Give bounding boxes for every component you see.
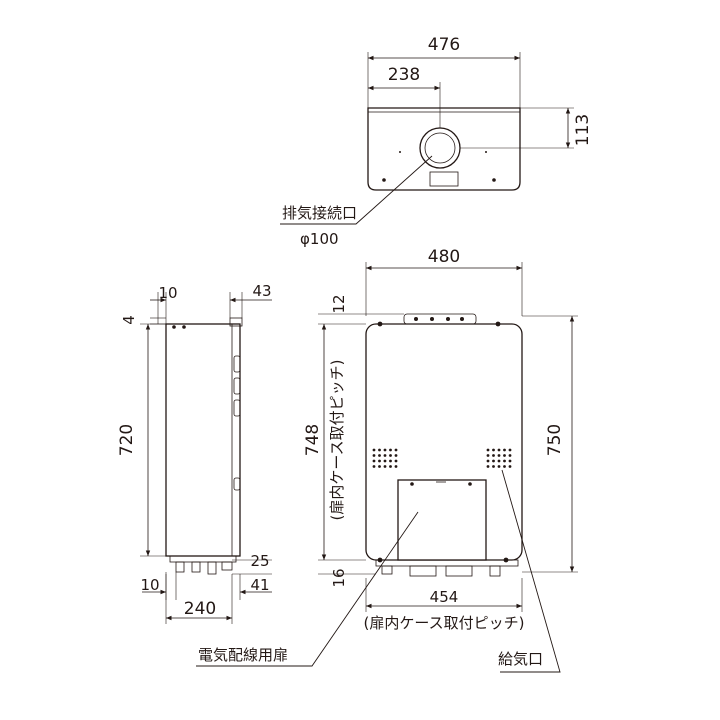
side-view-slot (233, 477, 241, 491)
vent-hole (394, 459, 398, 463)
vent-hole (389, 448, 392, 452)
vent-hole (372, 454, 376, 457)
dim-front-width: 480 (428, 247, 460, 267)
front-view-bottom-plate (375, 559, 519, 567)
dim-top-depth: 113 (573, 114, 593, 146)
dim-side-bottom-left: 10 (140, 576, 159, 594)
vent-hole (497, 448, 501, 452)
dim-front-mount-width: 454 (430, 588, 459, 606)
front-view-vent-right (486, 448, 512, 468)
vent-hole (389, 459, 392, 463)
dim-front-mount-height-note: (扉内ケース取付ピッチ) (328, 360, 346, 521)
vent-hole (508, 465, 512, 468)
vent-hole (394, 448, 398, 452)
side-view-slot (233, 399, 241, 417)
vent-hole (503, 465, 506, 468)
vent-hole (497, 459, 501, 463)
dim-front-mount-height: 748 (303, 424, 323, 456)
side-view-slot (233, 377, 241, 395)
dim-side-height: 720 (117, 424, 137, 456)
vent-hole (394, 465, 398, 468)
side-view: 10 43 4 720 10 25 41 240 (117, 282, 272, 624)
dim-front-top-gap: 12 (330, 294, 348, 313)
vent-hole (372, 459, 376, 463)
air-intake-leader (500, 469, 561, 673)
top-view: 476 238 113 排気接続口 φ100 (280, 35, 593, 248)
front-view: 480 12 748 (扉内ケース取付ピッチ) 750 16 454 (扉内ケー… (196, 247, 578, 673)
vent-hole (503, 459, 506, 463)
vent-hole (503, 448, 506, 452)
dim-side-bottom-right-1: 25 (250, 552, 269, 570)
front-view-pipe (489, 565, 501, 577)
vent-hole (394, 454, 398, 457)
exhaust-leader-line (280, 155, 433, 225)
electrical-door-label: 電気配線用扉 (198, 646, 288, 664)
vent-hole (492, 454, 495, 457)
dim-side-bottom-right-2: 41 (250, 576, 269, 594)
top-view-hole (485, 151, 487, 153)
dim-side-top-left: 10 (158, 284, 177, 302)
vent-hole (383, 448, 387, 452)
vent-hole (486, 454, 490, 457)
dim-front-height: 750 (545, 424, 565, 456)
front-view-pipe (381, 565, 393, 575)
side-view-pipe (191, 561, 201, 573)
dim-top-width: 476 (428, 35, 460, 55)
vent-hole (486, 459, 490, 463)
side-view-top-bracket (229, 317, 243, 327)
electrical-door-leader (196, 511, 419, 667)
vent-hole (497, 465, 501, 468)
dim-top-half-width: 238 (388, 65, 420, 85)
vent-hole (378, 454, 381, 457)
exhaust-port-outer (419, 127, 461, 169)
vent-hole (492, 459, 495, 463)
exhaust-port-label: 排気接続口 (282, 204, 357, 222)
front-view-pipe (409, 565, 437, 577)
air-intake-label: 給気口 (498, 650, 543, 668)
side-view-pipe (175, 561, 185, 573)
vent-hole (383, 454, 387, 457)
vent-hole (372, 448, 376, 452)
dim-front-bottom-gap: 16 (330, 568, 348, 587)
vent-hole (486, 448, 490, 452)
dim-side-top-right: 43 (252, 282, 271, 300)
vent-hole (508, 454, 512, 457)
vent-hole (372, 465, 376, 468)
dim-front-mount-width-note: (扉内ケース取付ピッチ) (364, 614, 525, 632)
side-view-pipe (207, 561, 217, 575)
dim-side-top-gap: 4 (120, 315, 138, 325)
vent-hole (378, 459, 381, 463)
vent-hole (508, 448, 512, 452)
side-view-slot (233, 355, 241, 373)
front-view-pipe (445, 565, 473, 577)
vent-hole (378, 448, 381, 452)
side-view-pipe (221, 561, 233, 571)
vent-hole (378, 465, 381, 468)
top-view-socket (429, 171, 459, 187)
electrical-wiring-door (397, 479, 487, 561)
exhaust-port-inner (424, 132, 456, 164)
exhaust-port-diameter: φ100 (300, 230, 339, 248)
side-view-body (165, 323, 241, 557)
vent-hole (389, 454, 392, 457)
vent-hole (389, 465, 392, 468)
dim-side-depth: 240 (184, 599, 216, 619)
vent-hole (497, 454, 501, 457)
vent-hole (383, 465, 387, 468)
vent-hole (383, 459, 387, 463)
vent-hole (492, 465, 495, 468)
front-view-vent-left (372, 448, 398, 468)
top-view-screw (382, 178, 386, 182)
vent-hole (492, 448, 495, 452)
top-view-hole (399, 151, 401, 153)
side-view-bottom-plate (169, 555, 237, 563)
vent-hole (503, 454, 506, 457)
vent-hole (486, 465, 490, 468)
vent-hole (508, 459, 512, 463)
top-view-screw (492, 178, 496, 182)
